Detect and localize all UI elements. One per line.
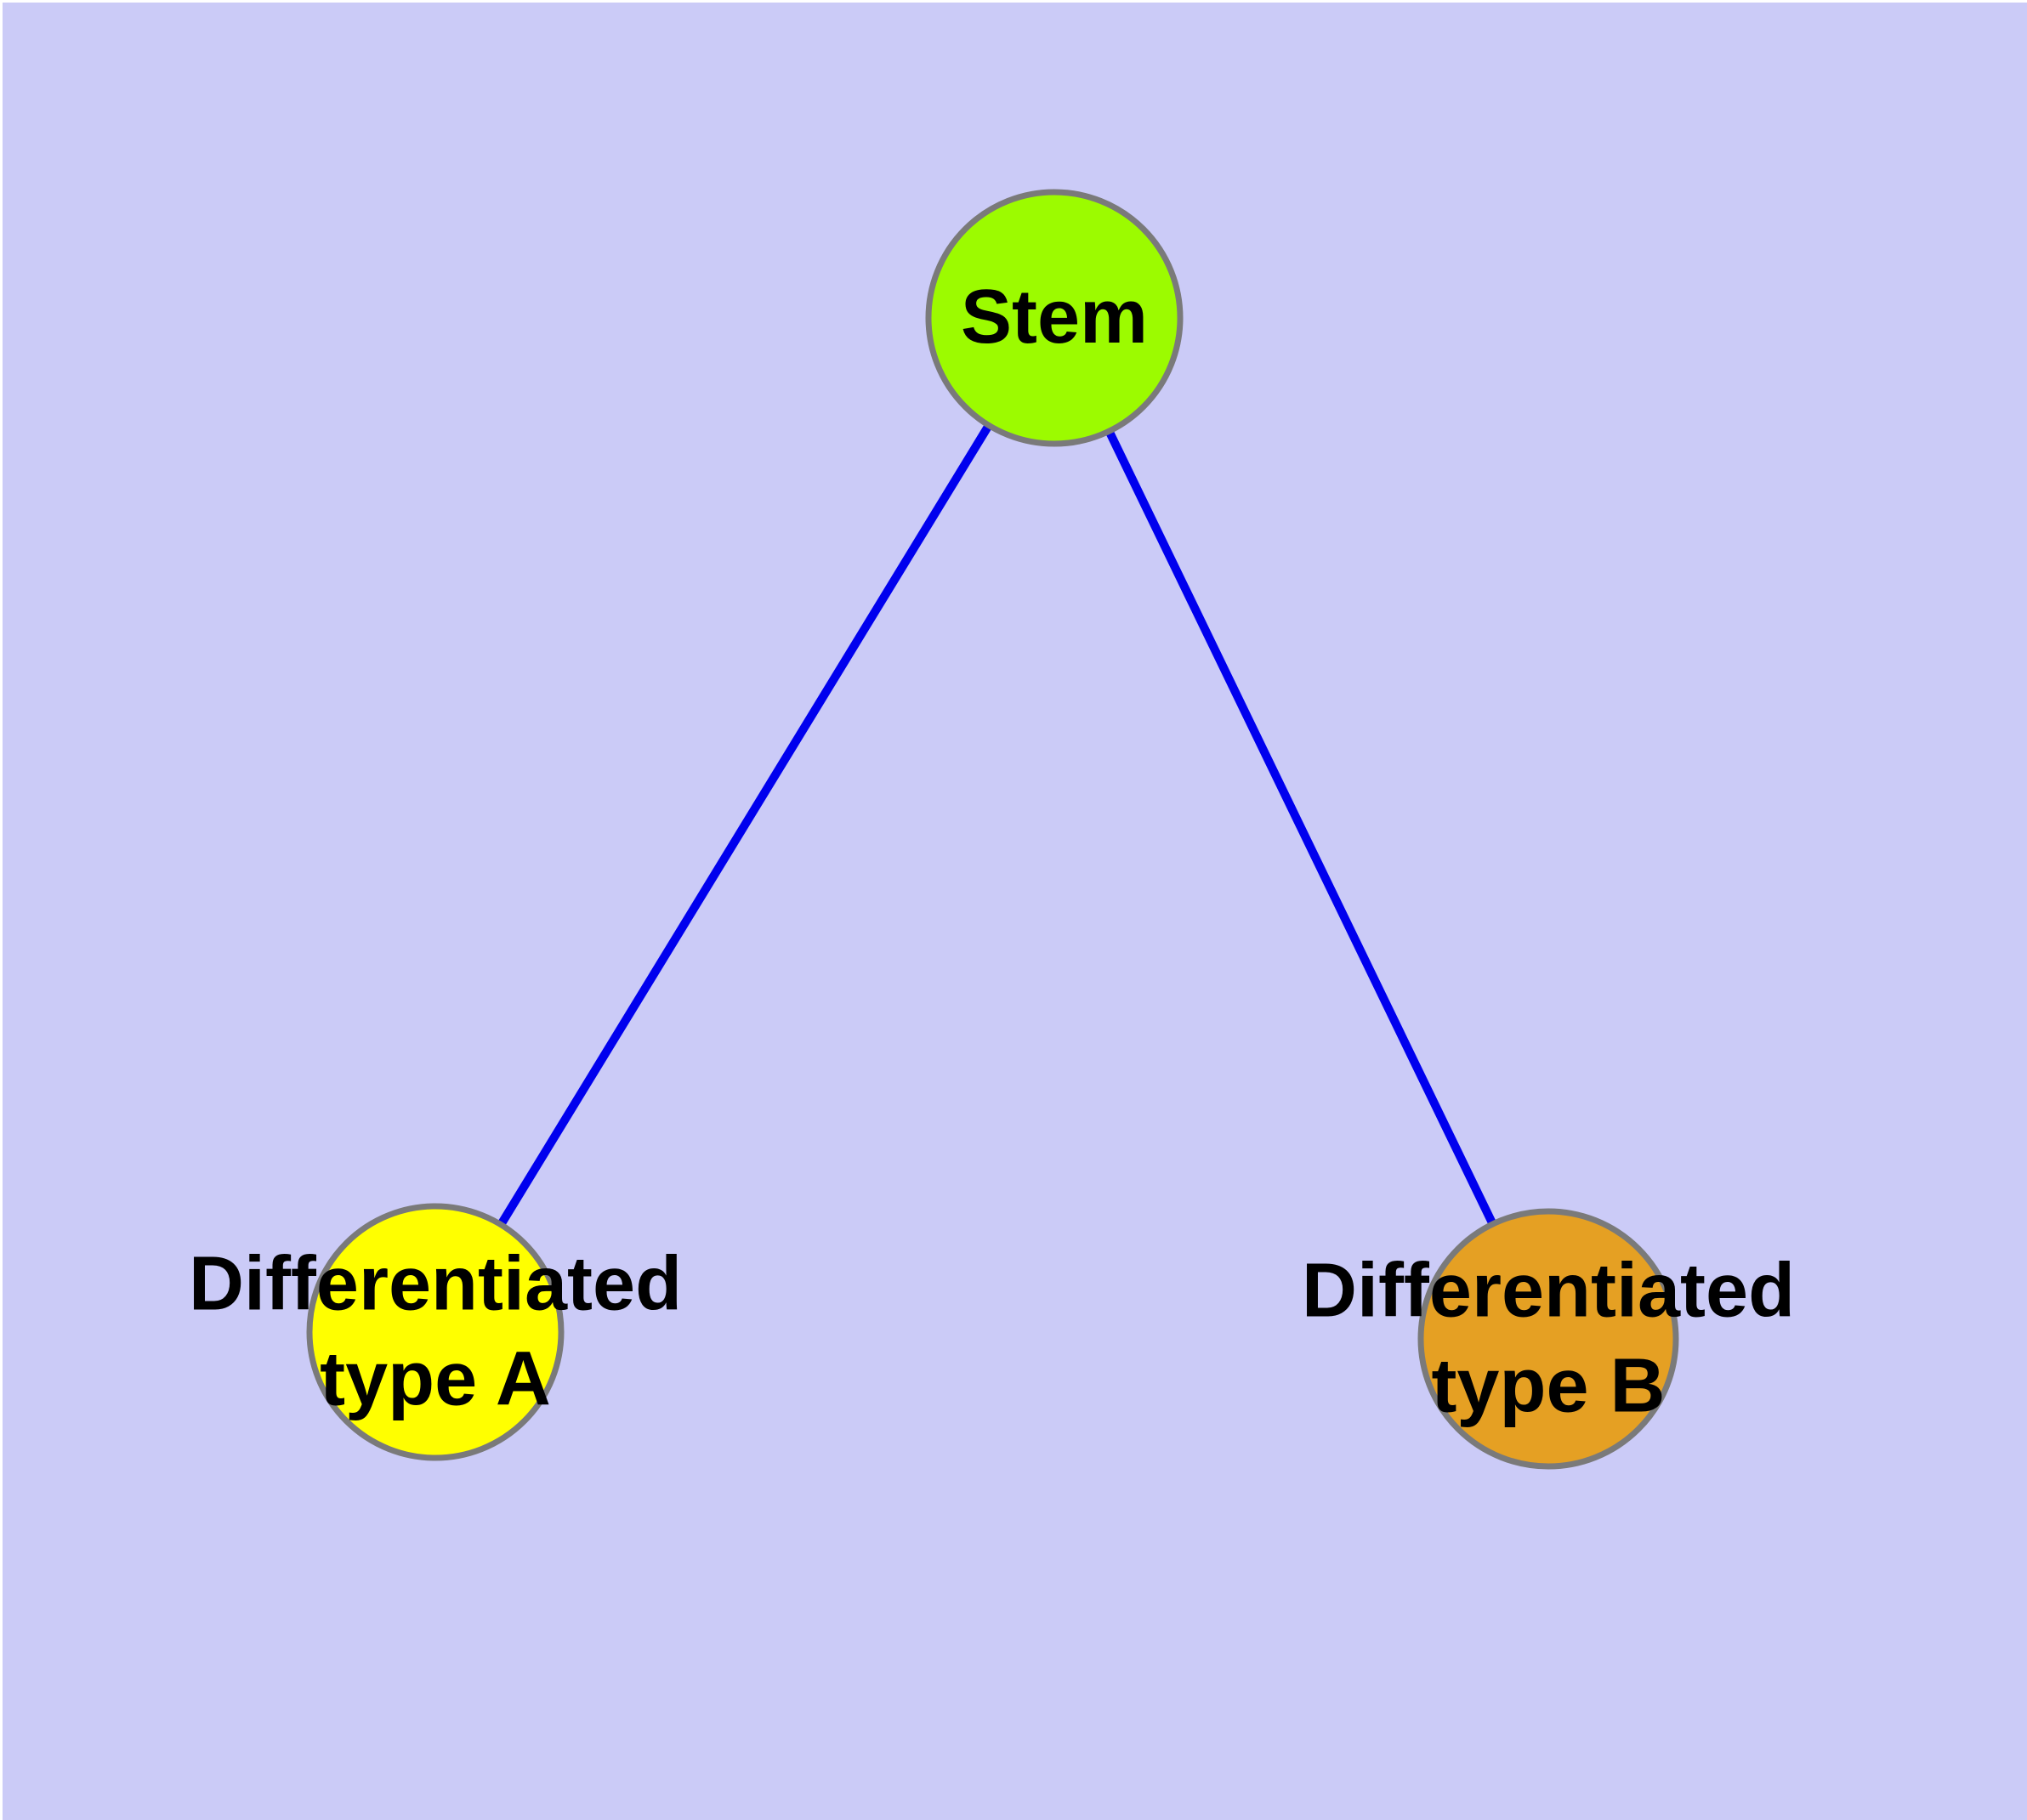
edge-stem-type-a [431,315,1059,1335]
node-circle-type-a [306,1203,565,1461]
node-circle-stem [925,189,1184,447]
edge-stem-type-b [1050,315,1553,1341]
node-circle-type-b [1417,1208,1679,1470]
diagram-canvas: Stem Differentiated type A Differentiate… [3,3,2027,1820]
graph-svg [306,189,1679,1470]
